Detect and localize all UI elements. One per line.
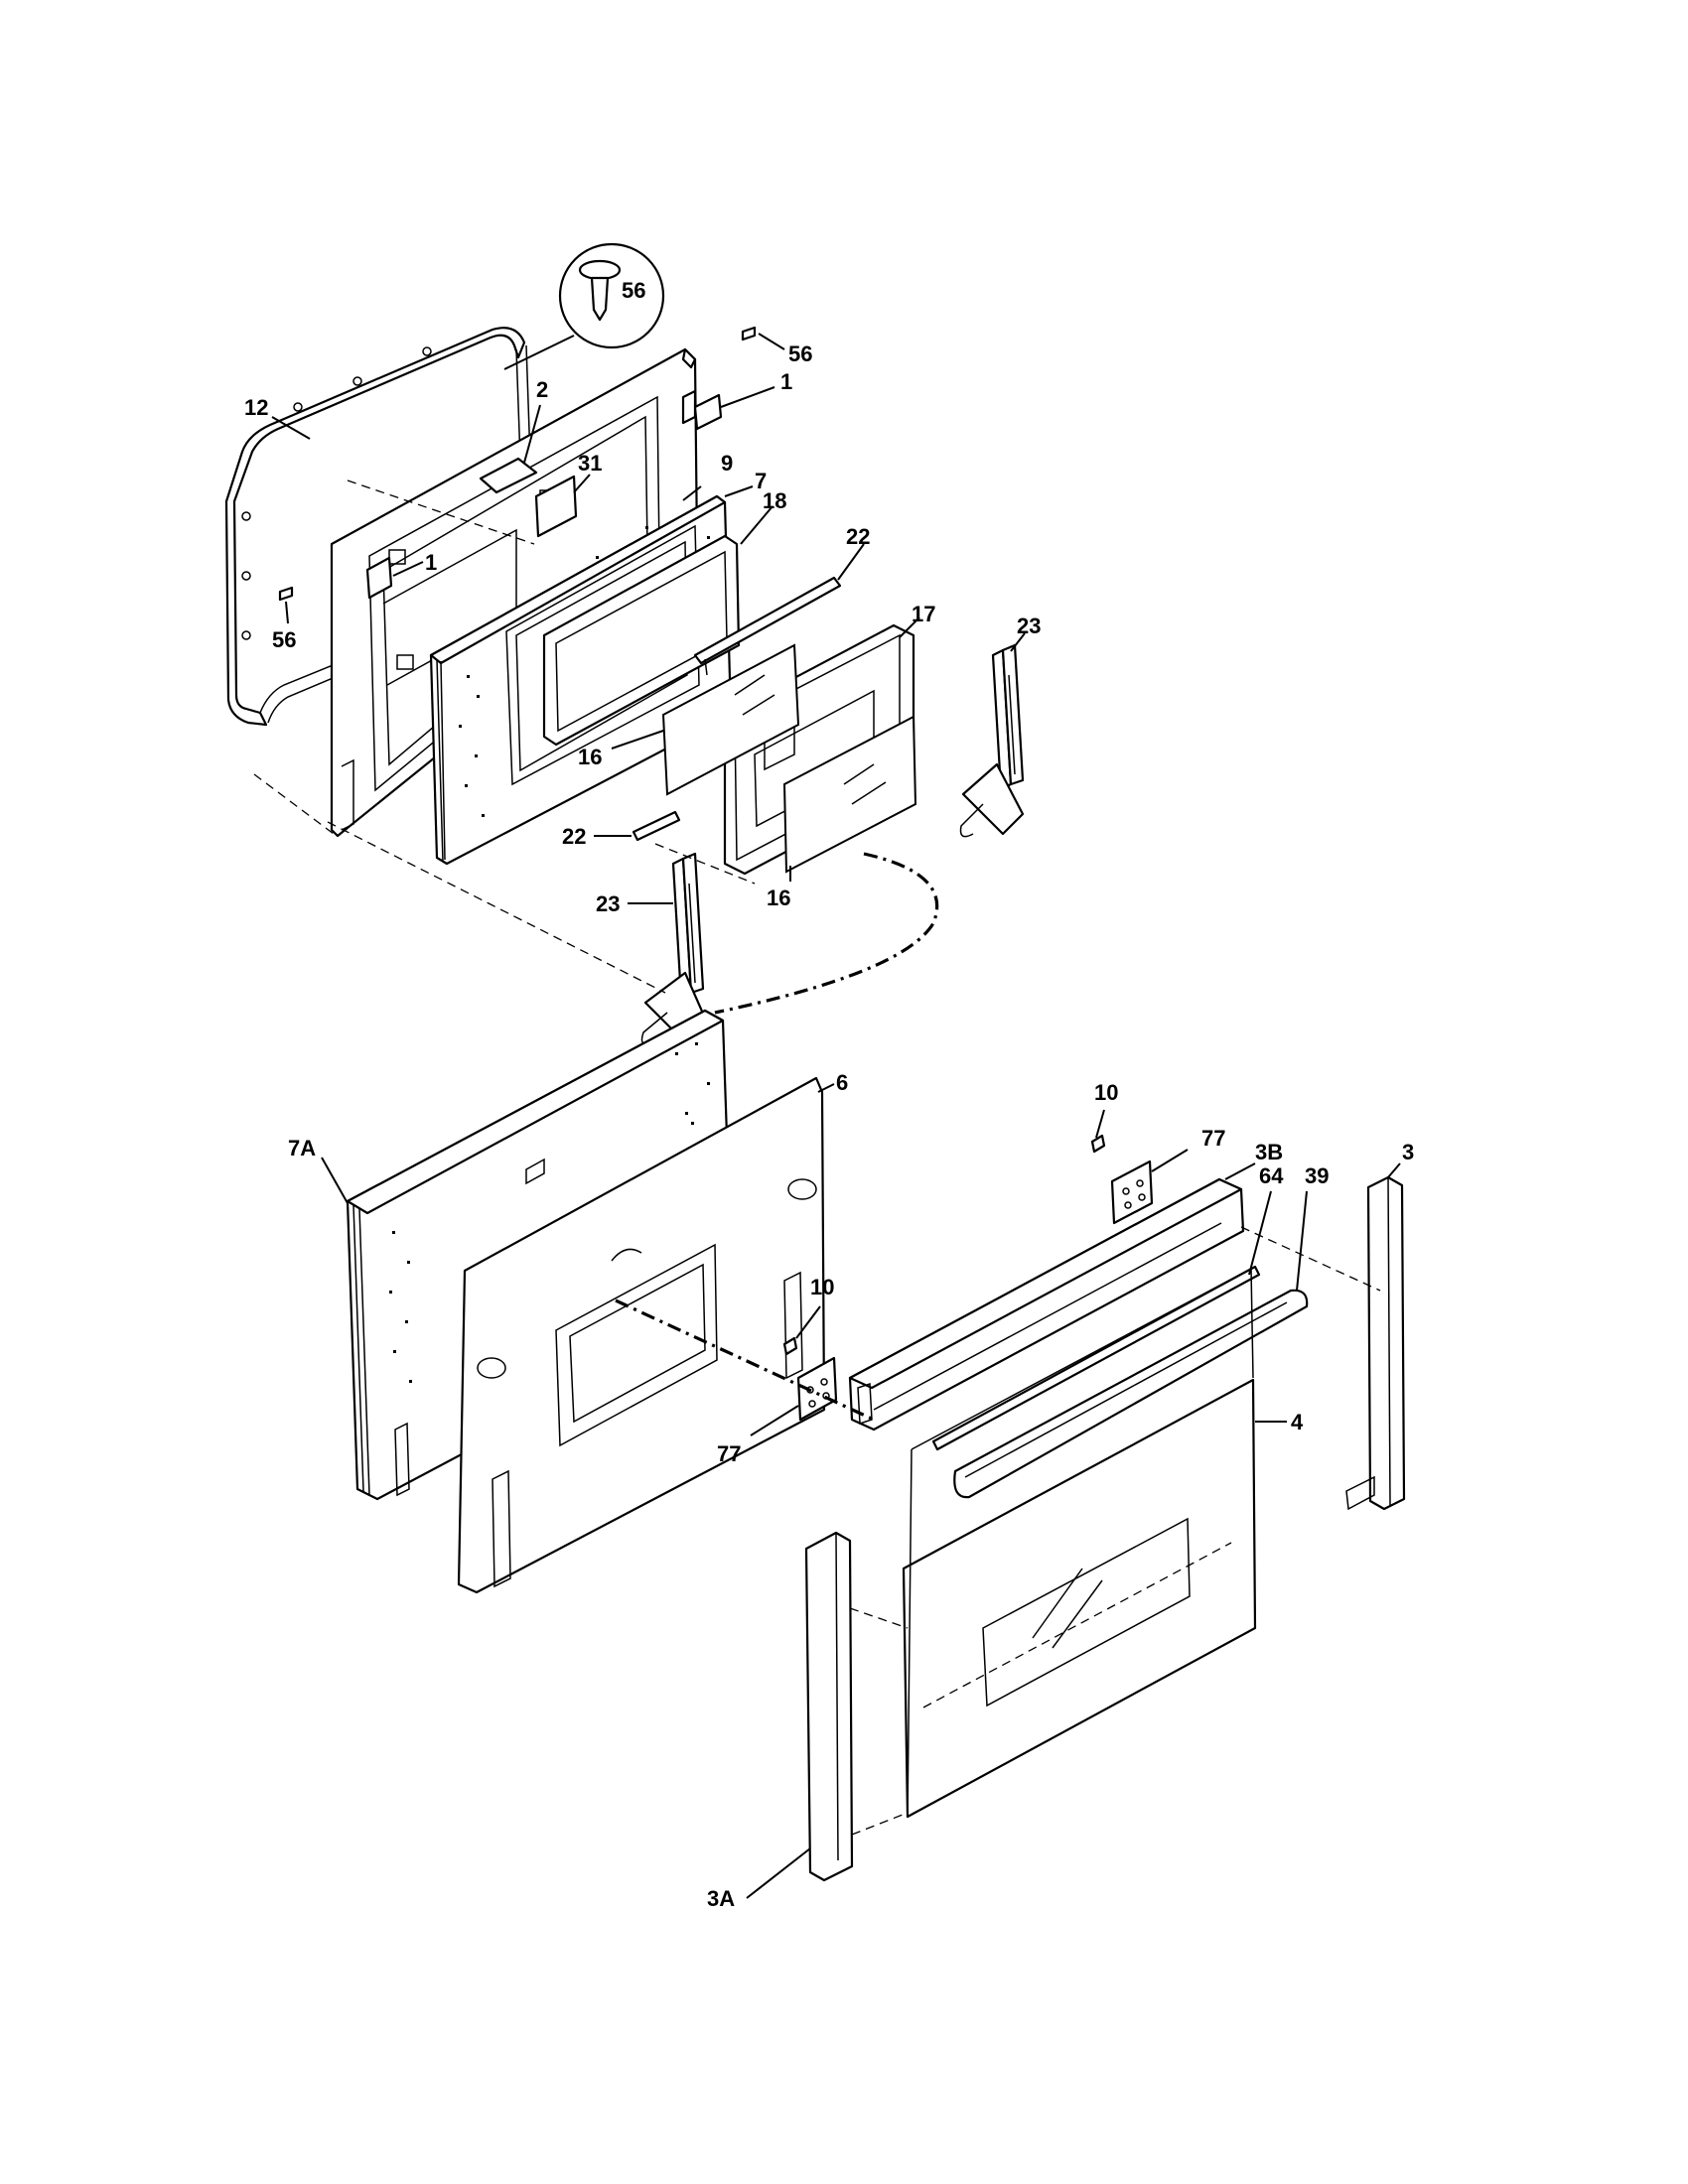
glass-rail-22-top bbox=[693, 576, 842, 676]
callout-16-left: 16 bbox=[578, 745, 602, 769]
callout-4: 4 bbox=[1291, 1410, 1304, 1434]
callout-10-top: 10 bbox=[1094, 1080, 1118, 1105]
callout-labels: 56 56 1 12 2 31 9 7 18 1 22 56 17 23 16 … bbox=[244, 278, 1414, 1911]
bracket-1-top bbox=[693, 393, 723, 431]
bracket-31 bbox=[534, 475, 578, 538]
projection-lines bbox=[253, 479, 939, 1015]
callout-7: 7 bbox=[755, 469, 767, 493]
callout-64: 64 bbox=[1259, 1163, 1284, 1188]
callout-22-bottom: 22 bbox=[562, 824, 586, 849]
bracket-2 bbox=[479, 457, 538, 494]
callout-17: 17 bbox=[912, 602, 935, 626]
side-trim-3 bbox=[1345, 1175, 1406, 1511]
callout-23-right: 23 bbox=[1017, 614, 1041, 638]
door-hinge-23-left bbox=[640, 852, 709, 1045]
door-handle-39 bbox=[953, 1289, 1309, 1499]
screw-56-left bbox=[278, 586, 294, 602]
door-top-trim-3B bbox=[848, 1177, 1245, 1432]
callout-1-mid: 1 bbox=[425, 550, 437, 575]
callout-18: 18 bbox=[763, 488, 786, 513]
hinge-plate-77-bottom bbox=[796, 1356, 838, 1422]
callout-22-top: 22 bbox=[846, 524, 870, 549]
door-hinge-23-right bbox=[959, 643, 1025, 838]
callout-3B: 3B bbox=[1255, 1140, 1283, 1164]
side-trim-3A bbox=[804, 1531, 854, 1882]
screw-10-top bbox=[1090, 1134, 1106, 1154]
outer-door-panel-4 bbox=[902, 1267, 1257, 1819]
callout-9: 9 bbox=[721, 451, 733, 476]
callout-12: 12 bbox=[244, 395, 268, 420]
glass-rail-22-bottom bbox=[632, 810, 681, 842]
window-glass-16-bottom bbox=[782, 715, 917, 874]
window-glass-16-left bbox=[661, 643, 800, 796]
callout-77-bottom: 77 bbox=[717, 1441, 741, 1466]
callout-56-top: 56 bbox=[788, 341, 812, 366]
callout-2: 2 bbox=[536, 377, 548, 402]
hinge-plate-77-top bbox=[1110, 1160, 1154, 1225]
callout-1-top: 1 bbox=[780, 369, 792, 394]
callout-77-top: 77 bbox=[1201, 1126, 1225, 1151]
callout-7A: 7A bbox=[288, 1136, 316, 1160]
screw-10-mid bbox=[782, 1336, 798, 1356]
callout-31: 31 bbox=[578, 451, 602, 476]
screw-56-inset bbox=[503, 242, 665, 370]
callout-10-mid: 10 bbox=[810, 1275, 834, 1299]
screw-56-top bbox=[741, 326, 757, 341]
door-seal-64 bbox=[931, 1265, 1261, 1451]
callout-56-left: 56 bbox=[272, 627, 296, 652]
callout-6: 6 bbox=[836, 1070, 848, 1095]
callout-3: 3 bbox=[1402, 1140, 1414, 1164]
door-liner-6 bbox=[457, 1076, 826, 1594]
callout-39: 39 bbox=[1305, 1163, 1329, 1188]
projection-lines-lower bbox=[615, 1226, 1381, 1836]
callout-16-bottom: 16 bbox=[767, 886, 790, 910]
bracket-1-mid bbox=[365, 556, 393, 600]
callout-56-inset: 56 bbox=[622, 278, 645, 303]
leader-lines bbox=[271, 333, 1401, 1899]
callout-3A: 3A bbox=[707, 1886, 735, 1911]
callout-23-left: 23 bbox=[596, 891, 620, 916]
